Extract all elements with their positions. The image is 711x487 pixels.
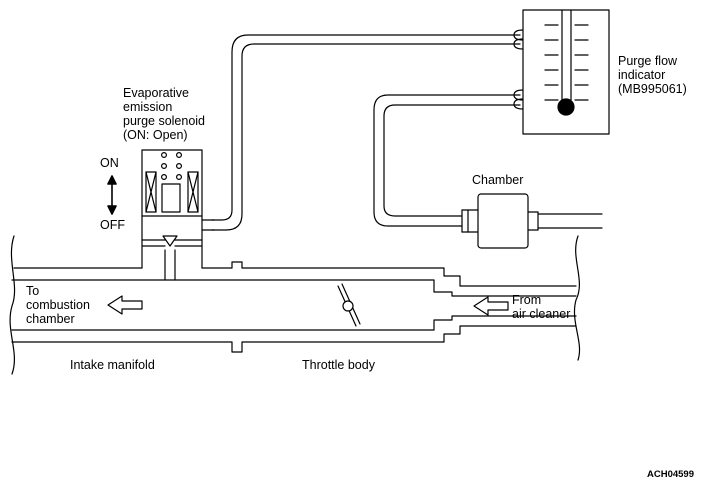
solenoid-stub-right [164,239,203,281]
to-combustion-line-2: combustion [26,298,90,312]
from-air-label: From air cleaner [512,293,570,321]
indicator-label-line-1: Purge flow [618,54,678,68]
duct-top-inner [11,279,577,297]
duct-top-outer [13,261,577,287]
chamber-body [477,193,529,249]
purge-hose-lower [373,94,521,227]
to-combustion-line-3: chamber [26,312,75,326]
indicator-scale [544,24,589,101]
solenoid-label: Evaporative emission purge solenoid (ON:… [123,86,205,142]
duct-bottom-outer [11,325,577,353]
indicator-label-line-3: (MB995061) [618,82,687,96]
duct-left-break [9,235,16,375]
indicator-body [522,9,610,135]
solenoid-label-line-1: Evaporative [123,86,190,100]
solenoid-stub-left [141,239,176,281]
figure-code: ACH04599 [647,469,694,480]
purge-solenoid [141,149,215,247]
to-combustion-line-1: To [26,284,40,298]
indicator-label-line-2: indicator [618,68,666,82]
on-label: ON [100,156,119,170]
float-ball-icon [557,98,575,116]
from-air-line-2: air cleaner [512,307,571,321]
intake-manifold-label: Intake manifold [70,358,155,372]
solenoid-label-line-3: purge solenoid [123,114,206,128]
solenoid-label-line-2: emission [123,100,173,114]
purge-hose-upper [211,34,521,231]
purge-flow-indicator [513,9,610,135]
solenoid-body [141,149,203,217]
indicator-label: Purge flow indicator (MB995061) [618,54,687,96]
on-off-arrow-icon [107,175,117,215]
duct-right-break [573,235,581,361]
to-combustion-label: To combustion chamber [26,284,90,326]
solenoid-label-line-4: (ON: Open) [123,128,188,142]
chamber-label: Chamber [472,173,524,187]
off-label: OFF [100,218,125,232]
to-combustion-arrow-icon [107,295,143,315]
chamber [461,193,603,249]
throttle-valve-icon [337,283,361,327]
duct-bottom-inner [11,315,577,331]
from-air-line-1: From [512,293,542,307]
throttle-body-label: Throttle body [302,358,375,372]
intake-duct [9,235,581,375]
from-air-cleaner-arrow-icon [473,296,509,316]
